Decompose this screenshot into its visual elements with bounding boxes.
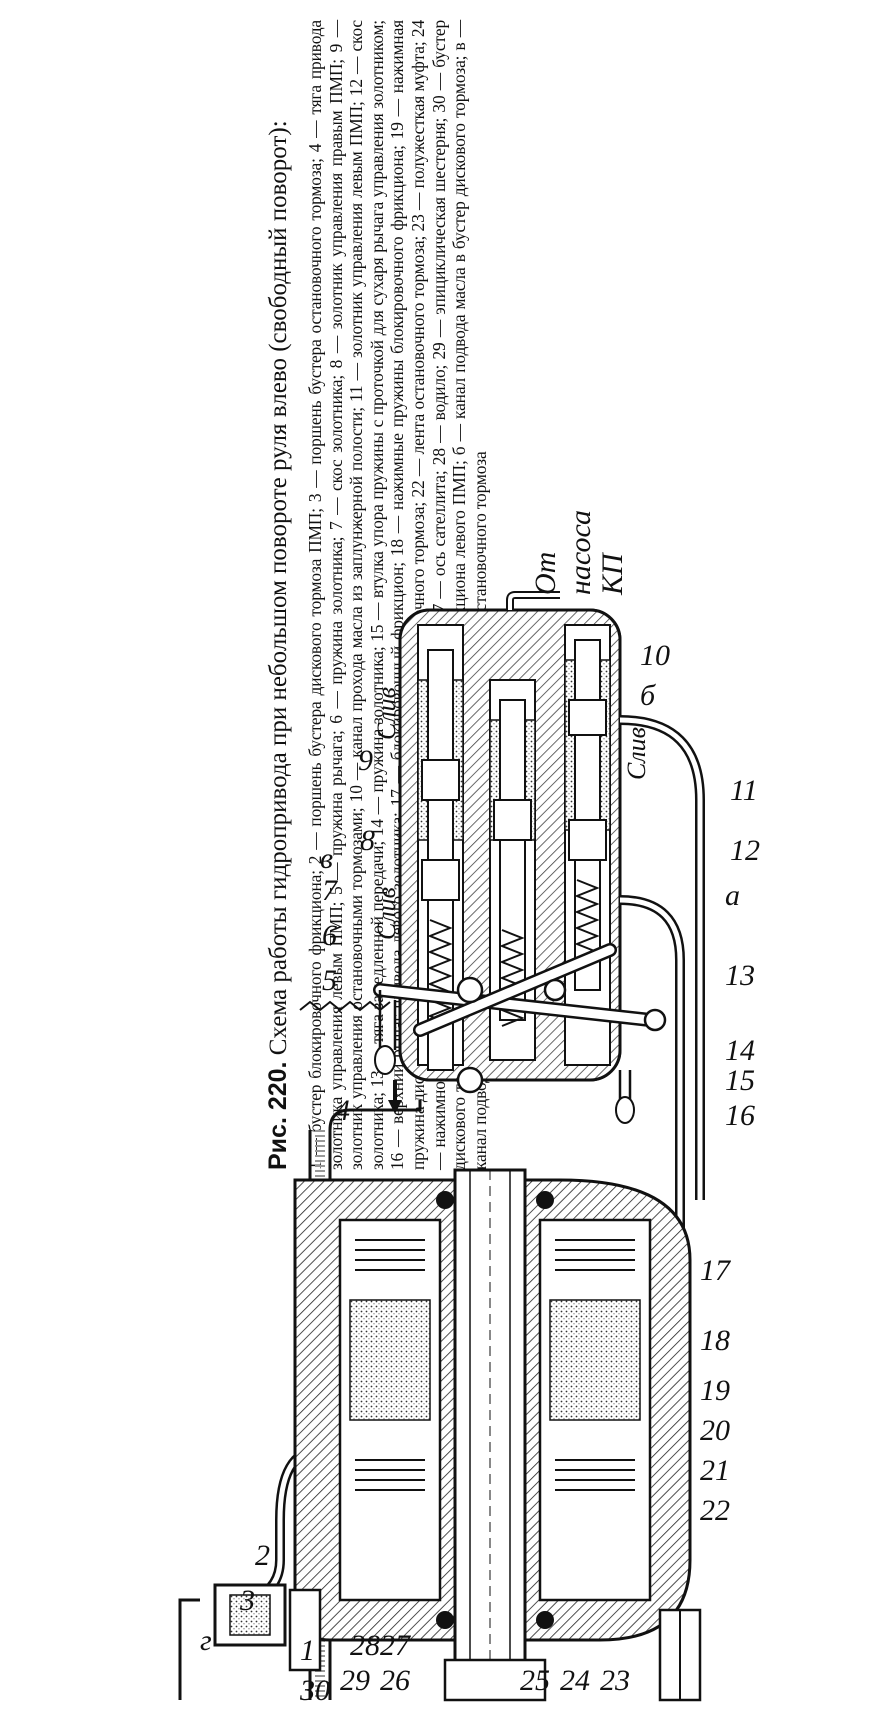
label-21: 21 [700,1454,730,1487]
label-26: 26 [380,1664,410,1697]
label-20: 20 [700,1414,730,1447]
label-30: 30 [299,1674,330,1707]
label-17: 17 [700,1254,732,1287]
label-1: 1 [300,1634,315,1667]
label-2: 2 [255,1539,270,1572]
figure-title: Рис. 220. Схема работы гидропривода при … [262,20,295,1170]
figure-number: Рис. 220. [264,1061,292,1171]
figure-caption: Рис. 220. Схема работы гидропривода при … [262,20,862,1170]
label-25: 25 [520,1664,550,1697]
label-19: 19 [700,1374,730,1407]
label-27: 27 [380,1629,412,1662]
label-22: 22 [700,1494,730,1527]
planetary-mechanism [178,1168,702,1702]
figure-title-text: Схема работы гидропривода при небольшом … [265,120,292,1056]
label-18: 18 [700,1324,730,1357]
figure-legend: 1 — бустер блокировочного фрикциона; 2 —… [305,20,490,1170]
label-3: 3 [239,1584,255,1617]
label-g: г [200,1624,212,1657]
label-24: 24 [560,1664,590,1697]
label-29: 29 [340,1664,370,1697]
label-23: 23 [600,1664,630,1697]
label-28: 28 [350,1629,380,1662]
